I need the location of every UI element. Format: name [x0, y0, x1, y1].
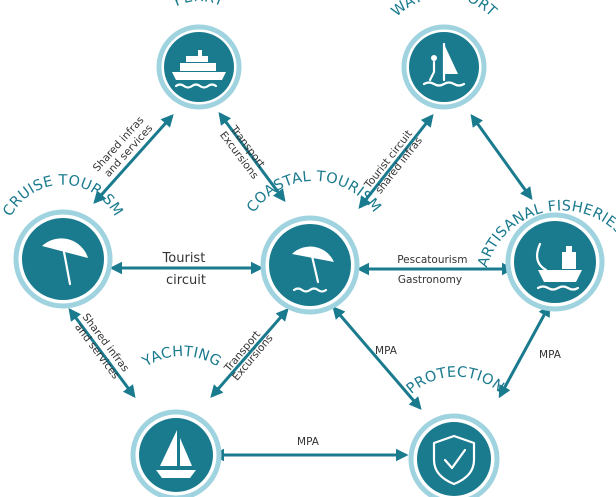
edge-water-fisheries-arrow — [470, 113, 533, 201]
node-title: WATER SPORT — [389, 0, 500, 20]
node-title: YACHTING — [139, 344, 224, 371]
edge-label-cruise-coastal: Tourist circuit — [162, 251, 210, 288]
node-disc — [22, 218, 104, 300]
edge-ferry-cruise-arrow — [93, 114, 174, 204]
edge-coastal-protection-arrow — [332, 306, 422, 410]
edge-water-coastal-arrow — [358, 114, 434, 209]
edge-label-coastal-protection: MPA — [375, 345, 398, 357]
edge-label-coastal-fisheries: Pescatourism Gastronomy — [397, 254, 471, 286]
sailboat-icon — [156, 430, 196, 478]
edge-cruise-yachting-arrow — [68, 307, 136, 399]
edges — [68, 111, 551, 462]
node-protection: PROTECTION — [404, 364, 507, 497]
node-ferry: FERRY — [156, 0, 242, 110]
node-cruise-tourism: CRUISE TOURISM — [0, 173, 125, 309]
edge-label-fisheries-protection: MPA — [539, 349, 562, 361]
ferry-icon — [172, 50, 226, 89]
edge-label-water-coastal: Tourist circuit shared infras — [362, 126, 427, 199]
edge-yachting-coastal-arrow — [210, 308, 289, 398]
node-disc — [269, 224, 351, 306]
edge-label-line: circuit — [166, 273, 206, 288]
windsurf-icon — [422, 42, 466, 87]
node-artisanal-fisheries: ARTISANAL FISHERIES — [475, 198, 616, 312]
edge-label-line: Gastronomy — [398, 274, 462, 286]
edge-label-cruise-yachting: Shared infras and services — [70, 311, 133, 384]
beach-umbrella-waves-icon — [292, 246, 334, 293]
node-title: PROTECTION — [404, 364, 507, 397]
node-yachting: YACHTING — [130, 344, 224, 497]
edge-ferry-coastal-arrow — [218, 111, 286, 203]
edge-label-line: Pescatourism — [397, 254, 467, 266]
edge-label-yachting-protection: MPA — [297, 436, 320, 448]
edge-fisheries-protection-arrow — [498, 303, 551, 399]
node-disc — [417, 422, 491, 496]
beach-umbrella-icon — [42, 238, 88, 286]
edge-label-line: Tourist — [162, 251, 206, 266]
edge-label-ferry-cruise: Shared infras and services — [91, 112, 158, 182]
node-title: FERRY — [172, 0, 226, 10]
fishing-boat-icon — [535, 242, 582, 291]
node-coastal-tourism: COASTAL TOURISM — [244, 169, 384, 315]
node-disc — [514, 221, 596, 303]
shield-check-icon — [432, 434, 476, 486]
node-water-sport: WATER SPORT — [389, 0, 500, 110]
